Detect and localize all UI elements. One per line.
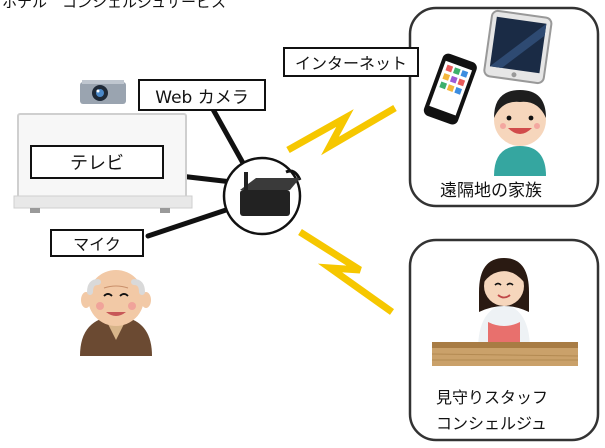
lightning-icon <box>286 104 397 156</box>
tv-to-router-line <box>177 173 235 185</box>
lightning-icon <box>298 229 395 315</box>
tv-label: テレビ <box>30 145 164 179</box>
connection-lines <box>145 101 251 239</box>
router-icon <box>222 156 302 236</box>
webcam-to-router-line <box>207 101 251 175</box>
internet-label: インターネット <box>283 47 419 77</box>
mic-label: マイク <box>50 229 144 257</box>
tablet-icon <box>483 9 553 85</box>
smartphone-icon <box>423 53 477 125</box>
webcam-label: Web カメラ <box>138 79 266 111</box>
staff-woman-icon <box>478 258 530 350</box>
child-icon <box>494 90 546 176</box>
staff-caption-line1: 見守りスタッフ <box>436 388 549 407</box>
mic-to-router-line <box>145 205 235 239</box>
staff-caption-line2: コンシェルジュ <box>436 414 547 433</box>
desk <box>431 342 579 366</box>
family-caption: 遠隔地の家族 <box>440 181 542 201</box>
elderly-man-icon <box>80 270 152 356</box>
page-title: ホテル コンシェルジュサービス <box>2 0 226 11</box>
webcam-icon <box>80 80 126 104</box>
